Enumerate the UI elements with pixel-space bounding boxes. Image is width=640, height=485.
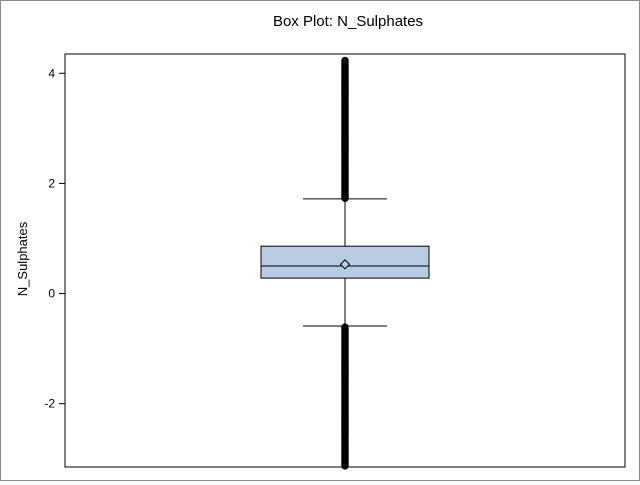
outlier-point-low bbox=[341, 323, 349, 331]
y-tick-label: 4 bbox=[48, 66, 55, 80]
y-tick-label: 0 bbox=[48, 287, 55, 301]
y-axis-label: N_Sulphates bbox=[15, 221, 30, 296]
y-tick-label: -2 bbox=[44, 397, 55, 411]
y-axis-ticks: -2 0 2 4 bbox=[44, 66, 65, 411]
chart-title: Box Plot: N_Sulphates bbox=[273, 13, 423, 30]
y-tick-label: 2 bbox=[48, 176, 55, 190]
mean-marker bbox=[339, 259, 351, 270]
box-plot-series bbox=[260, 56, 430, 470]
outlier-point-high bbox=[341, 56, 349, 65]
